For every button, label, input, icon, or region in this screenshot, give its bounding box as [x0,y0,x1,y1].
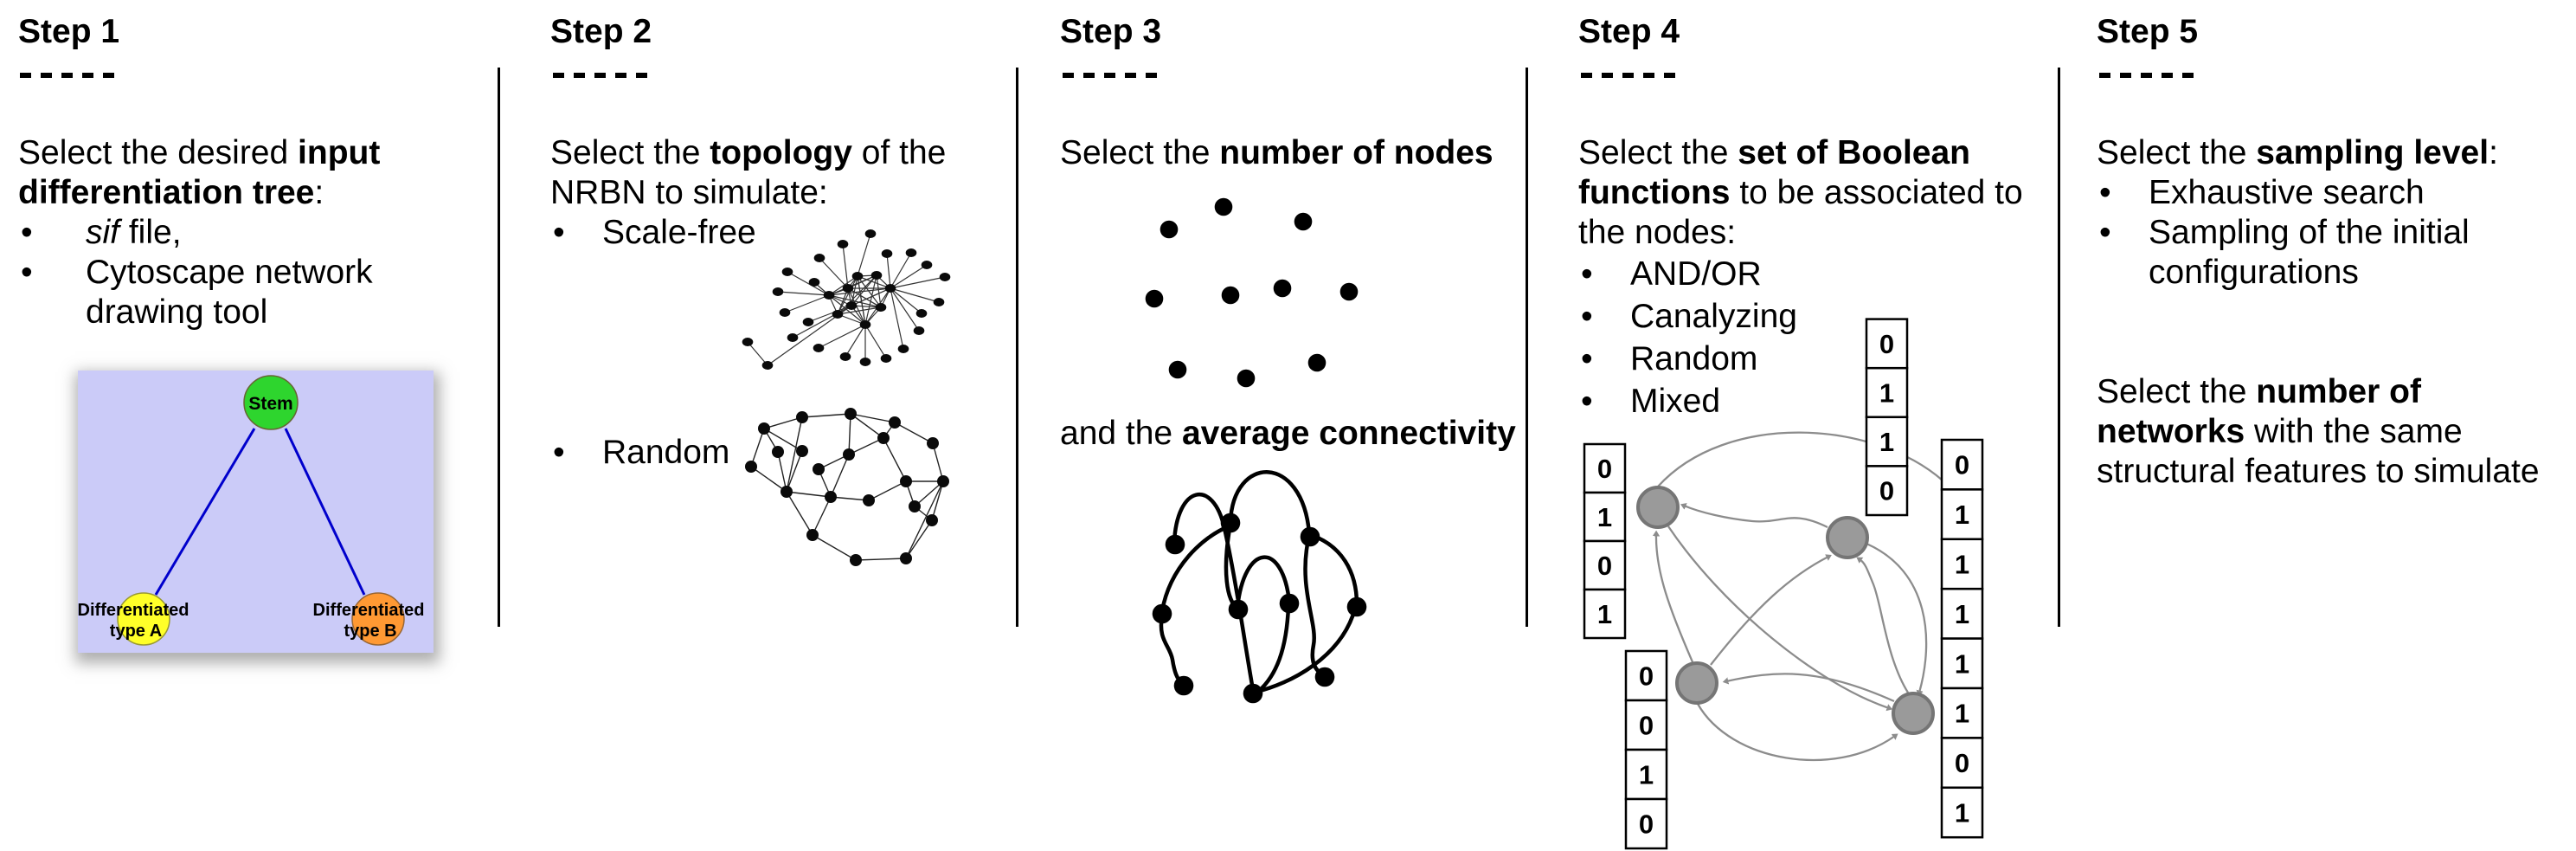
svg-text:Differentiated: Differentiated [78,601,189,620]
svg-text:0: 0 [1597,551,1612,581]
svg-text:1: 1 [1597,599,1612,629]
svg-text:0: 0 [1639,711,1654,741]
svg-text:type A: type A [110,622,162,641]
svg-text:1: 1 [1879,427,1894,457]
svg-text:0: 0 [1879,329,1894,359]
svg-text:1: 1 [1639,760,1654,790]
svg-text:1: 1 [1955,699,1969,729]
svg-text:0: 0 [1955,450,1969,480]
svg-text:Stem: Stem [248,394,292,414]
svg-text:Differentiated: Differentiated [313,601,425,620]
svg-text:0: 0 [1955,748,1969,778]
svg-text:0: 0 [1879,476,1894,506]
svg-text:1: 1 [1879,378,1894,409]
svg-text:1: 1 [1955,648,1969,679]
svg-text:type B: type B [344,622,396,641]
svg-text:1: 1 [1955,500,1969,530]
svg-text:0: 0 [1597,454,1612,484]
svg-text:1: 1 [1597,502,1612,532]
svg-text:0: 0 [1639,661,1654,692]
svg-text:0: 0 [1639,809,1654,840]
svg-text:1: 1 [1955,550,1969,580]
svg-text:1: 1 [1955,798,1969,828]
svg-text:1: 1 [1955,599,1969,629]
